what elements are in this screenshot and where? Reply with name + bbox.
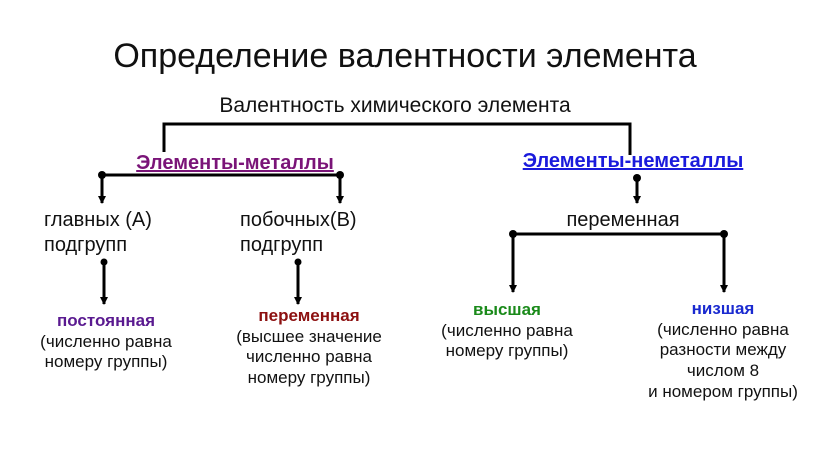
variable-label: переменная: [258, 306, 360, 325]
higher-desc-1: (численно равна: [441, 320, 573, 340]
lower-desc-2: разности между: [659, 340, 787, 360]
variable-desc-2: численно равна: [246, 347, 372, 367]
side-subgroups-line1: побочных(В): [240, 209, 357, 231]
root-label: Валентность химического элемента: [219, 94, 571, 117]
higher-label: высшая: [473, 300, 541, 319]
variable-block: переменная (высшее значение численно рав…: [236, 306, 382, 389]
page-title: Определение валентности элемента: [113, 37, 697, 75]
higher-block: высшая (численно равна номеру группы): [441, 300, 573, 362]
side-subgroups-line2: подгрупп: [240, 234, 324, 256]
variable-desc-3: номеру группы): [247, 368, 371, 388]
lower-label: низшая: [691, 299, 755, 318]
lower-desc-1: (численно равна: [657, 319, 789, 339]
constant-desc-2: номеру группы): [44, 352, 168, 372]
metals-label: Элементы-металлы: [136, 152, 334, 174]
root-bracket: [162, 122, 632, 155]
constant-desc-1: (численно равна: [40, 331, 172, 351]
lower-block: низшая (численно равна разности между чи…: [648, 299, 798, 403]
variable-desc-1: (высшее значение: [236, 326, 382, 346]
side-subgroups: побочных(В) подгрупп: [240, 208, 357, 258]
constant-block: постоянная (численно равна номеру группы…: [40, 311, 172, 373]
higher-desc-2: номеру группы): [445, 341, 569, 361]
constant-label: постоянная: [57, 311, 155, 330]
main-subgroups: главных (А) подгрупп: [44, 208, 152, 258]
lower-desc-4: и номером группы): [648, 381, 798, 401]
main-subgroups-line1: главных (А): [44, 209, 152, 231]
main-subgroups-line2: подгрупп: [44, 234, 128, 256]
lower-desc-3: числом 8: [686, 361, 760, 381]
nonmetal-variable-label: переменная: [566, 209, 680, 231]
nonmetals-label: Элементы-неметаллы: [522, 150, 744, 172]
